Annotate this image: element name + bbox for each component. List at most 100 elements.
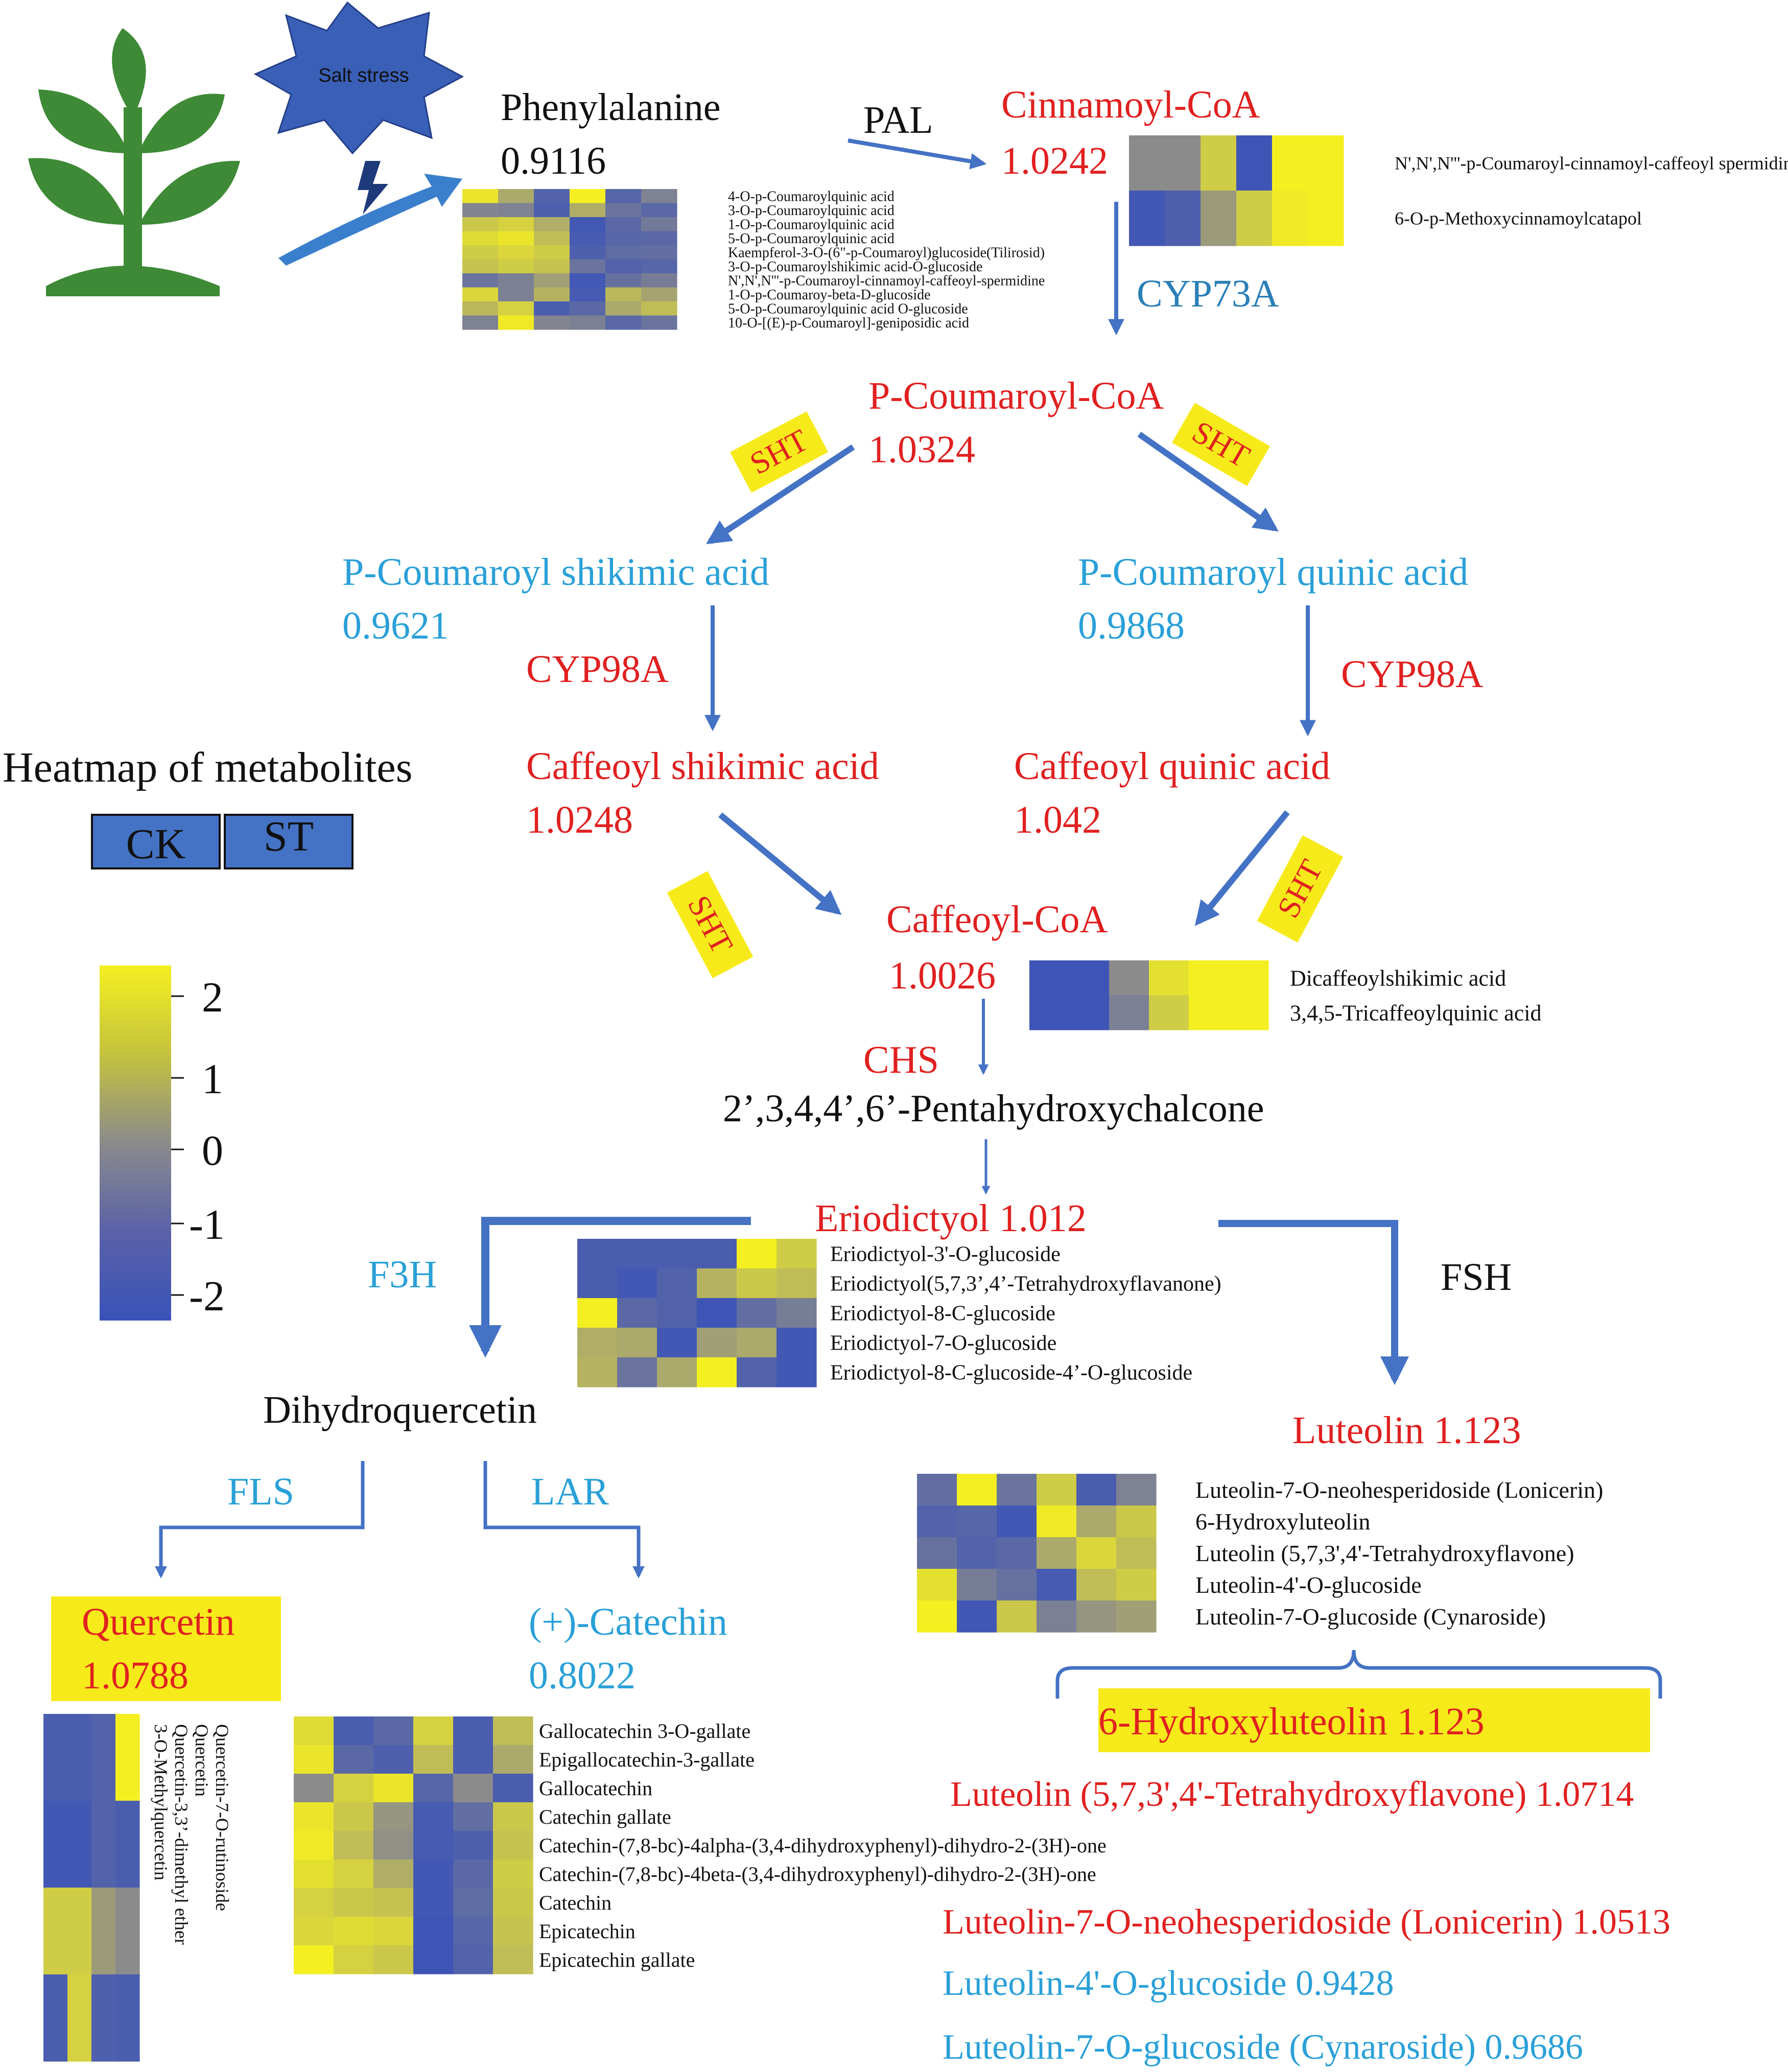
scale-tick-1: 1 [202, 1055, 223, 1103]
heatmap-cell [1037, 1600, 1077, 1633]
heatmap-phenylalanine: 4-O-p-Coumaroylquinic acid3-O-p-Coumaroy… [462, 189, 1045, 331]
sht-tag-3: SHT [667, 870, 754, 979]
heatmap-cell [115, 1714, 140, 1801]
heatmap-row-label: 3-O-p-Coumaroylquinic acid [728, 203, 895, 219]
lut-list-item-1: Luteolin (5,7,3',4'-Tetrahydroxyflavone)… [950, 1775, 1634, 1814]
heatmap-cell [294, 1945, 334, 1974]
heatmap-cell [605, 231, 642, 246]
heatmap-row-label: N',N',N'''-p-Coumaroyl-cinnamoyl-caffeoy… [1395, 153, 1788, 174]
heatmap-cell [657, 1328, 697, 1358]
heatmap-cell [453, 1716, 493, 1746]
heatmap-cell [43, 1888, 68, 1975]
heatmap-cell [641, 203, 677, 218]
heatmap-cell [577, 1239, 618, 1269]
heatmap-cell [605, 245, 642, 260]
heatmap-cell [997, 1600, 1037, 1633]
heatmap-luteolin: Luteolin-7-O-neohesperidoside (Lonicerin… [917, 1474, 1603, 1633]
fls-arrow [155, 1461, 365, 1579]
sht-arrow-lower-left [718, 812, 842, 915]
heatmap-cell [577, 1298, 618, 1328]
heatmap-cell [1236, 191, 1273, 246]
heatmap-cell [67, 1801, 92, 1888]
heatmap-cell [373, 1745, 414, 1774]
heatmap-cell [453, 1802, 493, 1831]
cyp98a-right-label: CYP98A [1341, 653, 1484, 696]
heatmap-cell [534, 287, 570, 302]
scale-tick-2: 2 [202, 974, 223, 1021]
heatmap-cell [294, 1774, 334, 1803]
heatmap-row-label: 5-O-p-Coumaroylquinic acid O-glucoside [728, 301, 968, 317]
heatmap-cell [413, 1745, 454, 1774]
heatmap-row-label: N',N',N'''-p-Coumaroyl-cinnamoyl-caffeoy… [728, 273, 1045, 289]
sht-arrow-lower-right [1194, 810, 1290, 926]
heatmap-cell [413, 1888, 454, 1917]
ck-box [91, 814, 221, 869]
heatmap-cell [917, 1505, 957, 1538]
heatmap-cell [498, 259, 534, 274]
heatmap-cell [413, 1831, 454, 1860]
heatmap-cell [453, 1917, 493, 1946]
salt-stress-label: Salt stress [318, 65, 409, 86]
heatmap-cell [498, 189, 534, 204]
heatmap-cell [462, 287, 499, 302]
heatmap-cell [1069, 960, 1110, 996]
heatmap-cell [294, 1716, 334, 1746]
heatmap-cell [697, 1357, 737, 1387]
heatmap-cell [453, 1745, 493, 1774]
heatmap-row-label: Quercetin [192, 1724, 212, 1797]
heatmap-cell [737, 1268, 777, 1299]
phenylalanine-label: Phenylalanine [501, 86, 721, 129]
heatmap-cell [1029, 995, 1070, 1030]
heatmap-legend-title: Heatmap of metabolites [3, 744, 412, 791]
heatmap-cell [67, 1714, 92, 1801]
heatmap-row-label: 1-O-p-Coumaroylquinic acid [728, 217, 895, 233]
heatmap-cell [413, 1774, 454, 1803]
eriodictyol-label: Eriodictyol 1.012 [815, 1197, 1087, 1240]
salt-stress-star-icon [253, 1, 464, 155]
scale-tick-minus-1: -1 [189, 1201, 225, 1249]
heatmap-cell [115, 1974, 140, 2062]
heatmap-cell [462, 259, 499, 274]
heatmap-cell [605, 203, 642, 218]
heatmap-cell [737, 1298, 777, 1328]
heatmap-cell [462, 203, 499, 218]
heatmap-cell [498, 245, 534, 260]
heatmap-cell [605, 273, 642, 288]
hydroxyluteolin-highlight [1098, 1688, 1650, 1752]
heatmap-cell [294, 1802, 334, 1831]
heatmap-cell [997, 1537, 1037, 1569]
heatmap-cell [1272, 191, 1308, 246]
heatmap-cell [334, 1802, 374, 1831]
heatmap-cell [413, 1917, 454, 1946]
heatmap-cell [453, 1888, 493, 1917]
heatmap-cell [67, 1888, 92, 1975]
heatmap-cell [777, 1268, 817, 1299]
heatmap-cell [373, 1774, 414, 1803]
heatmap-cell [570, 315, 606, 330]
quercetin-label: Quercetin [82, 1600, 235, 1643]
heatmap-cell [373, 1716, 414, 1746]
heatmap-cell [498, 301, 534, 316]
heatmap-cell [737, 1357, 777, 1387]
heatmap-cell [737, 1239, 777, 1269]
heatmap-cell [657, 1268, 697, 1299]
lightning-icon [358, 161, 388, 215]
heatmap-cell [997, 1505, 1037, 1538]
heatmap-cell [570, 287, 606, 302]
heatmap-cell [577, 1268, 618, 1299]
heatmap-row-label: Gallocatechin 3-O-gallate [539, 1720, 750, 1743]
heatmap-cell [43, 1801, 68, 1888]
heatmap-cell [641, 259, 677, 274]
heatmap-row-label: 6-Hydroxyluteolin [1195, 1509, 1370, 1535]
lar-label: LAR [531, 1470, 609, 1513]
heatmap-row-label: Catechin [539, 1891, 611, 1914]
p-coumaroyl-coa-value: 1.0324 [868, 428, 975, 471]
heatmap-cinnamoyl: N',N',N'''-p-Coumaroyl-cinnamoyl-caffeoy… [1129, 135, 1788, 246]
heatmap-cell [373, 1945, 414, 1974]
heatmap-cell [997, 1569, 1037, 1601]
heatmap-cell [294, 1831, 334, 1860]
heatmap-cell [498, 273, 534, 288]
heatmap-row-label: Luteolin (5,7,3',4'-Tetrahydroxyflavone) [1195, 1540, 1574, 1566]
